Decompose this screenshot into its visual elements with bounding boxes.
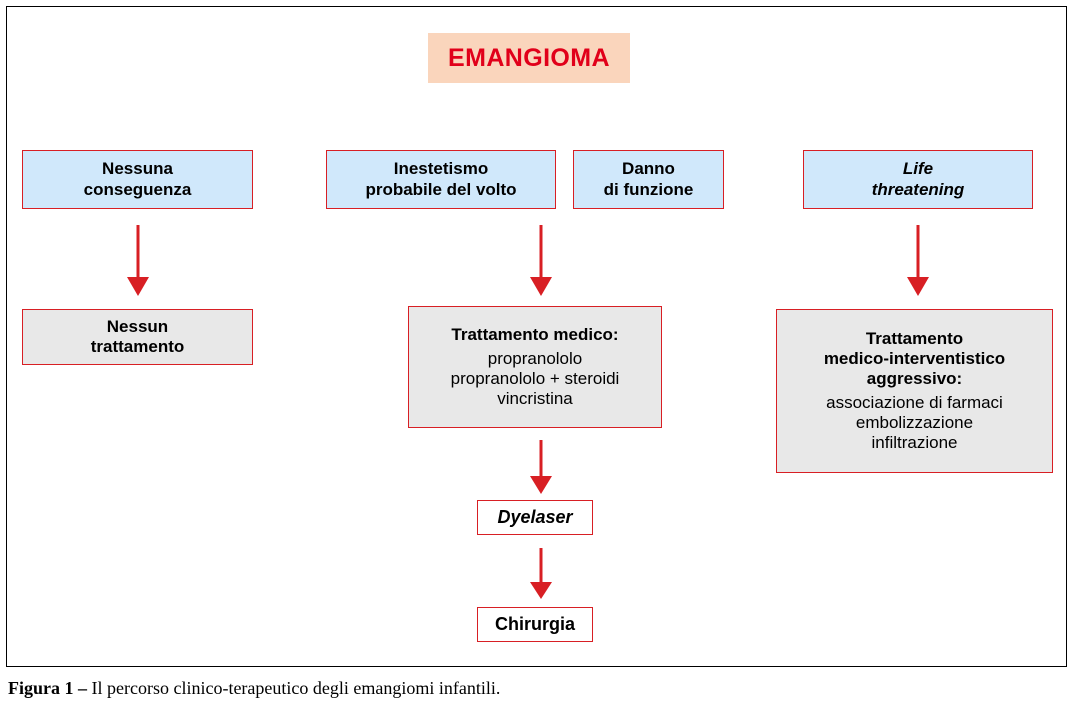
figure-caption: Figura 1 – Il percorso clinico-terapeuti… (8, 678, 1048, 699)
node-dyelaser-label: Dyelaser (497, 506, 573, 527)
node-nessuna-conseguenza-label: Nessuna conseguenza (83, 159, 192, 199)
node-danno-funzione-label: Danno di funzione (603, 159, 694, 199)
node-nessun-trattamento-label: Nessun trattamento (90, 316, 185, 356)
node-inestetismo: Inestetismo probabile del volto (326, 150, 556, 209)
arrow-life-threatening-to-trattamento-aggressivo (903, 225, 933, 297)
node-nessuna-conseguenza: Nessuna conseguenza (22, 150, 253, 209)
node-trattamento-medico: Trattamento medico: propranololo propran… (408, 306, 662, 428)
arrow-inestetismo-to-trattamento-medico (526, 225, 556, 297)
node-trattamento-aggressivo: Trattamento medico-interventistico aggre… (776, 309, 1053, 473)
arrow-trattamento-medico-to-dyelaser (526, 440, 556, 495)
node-life-threatening-label: Life threatening (871, 159, 965, 199)
node-chirurgia-label: Chirurgia (494, 613, 575, 634)
node-inestetismo-label: Inestetismo probabile del volto (365, 159, 517, 199)
arrow-dyelaser-to-chirurgia (526, 548, 556, 600)
figure-title-banner: EMANGIOMA (428, 33, 630, 83)
node-dyelaser: Dyelaser (477, 500, 593, 535)
node-chirurgia: Chirurgia (477, 607, 593, 642)
node-danno-funzione: Danno di funzione (573, 150, 724, 209)
arrow-nessuna-conseguenza-to-nessun-trattamento (123, 225, 153, 297)
figure-caption-label: Figura 1 (8, 678, 74, 698)
node-trattamento-medico-heading: Trattamento medico: (451, 324, 619, 344)
node-trattamento-medico-body: propranololo propranololo + steroidi vin… (450, 348, 620, 409)
page-title: EMANGIOMA (448, 43, 610, 72)
node-life-threatening: Life threatening (803, 150, 1033, 209)
node-trattamento-aggressivo-heading: Trattamento medico-interventistico aggre… (823, 328, 1006, 388)
node-trattamento-aggressivo-body: associazione di farmaci embolizzazione i… (826, 393, 1003, 453)
figure-caption-dash: – (73, 678, 92, 698)
figure-caption-text: Il percorso clinico-terapeutico degli em… (91, 678, 501, 698)
node-nessun-trattamento: Nessun trattamento (22, 309, 253, 365)
